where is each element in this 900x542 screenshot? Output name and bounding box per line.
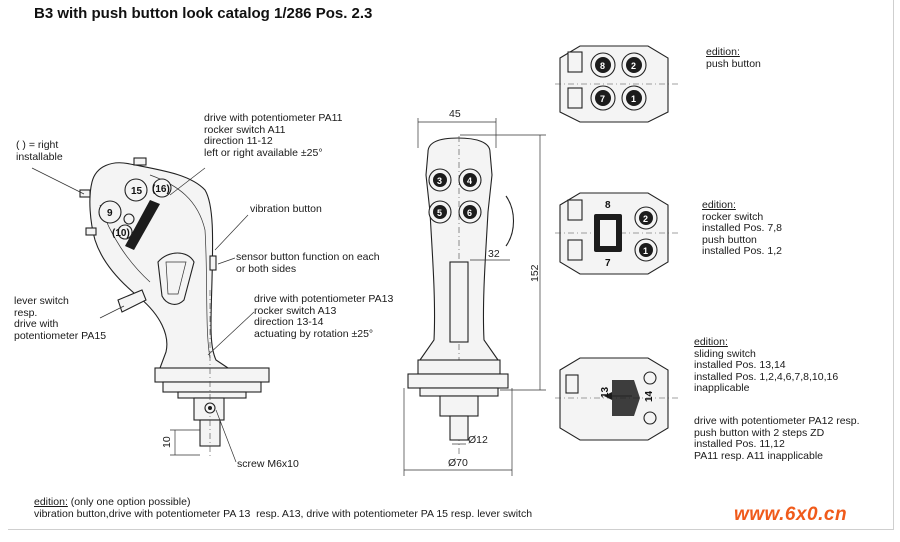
watermark: www.6x0.cn bbox=[734, 504, 848, 525]
note-lever: lever switch resp. drive with potentiome… bbox=[14, 295, 107, 342]
button-3-label: 3 bbox=[437, 176, 442, 186]
edition-rocker-detail: 8 7 2 1 bbox=[555, 192, 680, 275]
note-drive-a13: drive with potentiometer PA13 rocker swi… bbox=[254, 293, 394, 340]
button-4-label: 4 bbox=[467, 176, 472, 186]
dim-shaft-12: Ø12 bbox=[468, 434, 488, 446]
dim-height-152: 152 bbox=[529, 264, 541, 282]
edition-rocker-text: edition: rocker switch installed Pos. 7,… bbox=[702, 199, 782, 257]
note-drive-a11: drive with potentiometer PA11 rocker swi… bbox=[204, 112, 343, 159]
sliding-label-14: 14 bbox=[644, 390, 655, 402]
push-button-1-label: 1 bbox=[631, 94, 636, 104]
edition-push-text: edition: push button bbox=[706, 46, 761, 70]
push-button-2-label: 2 bbox=[631, 61, 636, 71]
button-5-label: 5 bbox=[437, 208, 442, 218]
push-button-8-label: 8 bbox=[600, 61, 605, 71]
push-button-7-label: 7 bbox=[600, 94, 605, 104]
side-view-joystick: 15 (16) 9 (10) bbox=[31, 157, 270, 463]
button-6-label: 6 bbox=[467, 208, 472, 218]
dim-width-45: 45 bbox=[449, 108, 461, 120]
sheet-border bbox=[8, 0, 894, 530]
rocker-button-2-label: 2 bbox=[643, 214, 648, 224]
button-10-label: (10) bbox=[112, 228, 130, 239]
dim-base-70: Ø70 bbox=[448, 457, 468, 469]
button-15-label: 15 bbox=[131, 186, 143, 197]
footer-note: edition: (only one option possible) vibr… bbox=[34, 496, 533, 520]
button-9-label: 9 bbox=[107, 208, 113, 219]
rocker-label-8: 8 bbox=[605, 200, 611, 211]
edition-push-detail: 8 2 7 1 bbox=[555, 45, 680, 123]
sliding-label-13: 13 bbox=[600, 386, 611, 398]
rocker-button-1-label: 1 bbox=[643, 246, 648, 256]
note-vibration: vibration button bbox=[250, 203, 322, 215]
button-16-label: (16) bbox=[152, 184, 170, 195]
note-sensor: sensor button function on each or both s… bbox=[236, 251, 380, 275]
dim-offset-32: 32 bbox=[488, 248, 500, 260]
rocker-label-7: 7 bbox=[605, 258, 611, 269]
page-title: B3 with push button look catalog 1/286 P… bbox=[34, 5, 373, 22]
edition-pa12-text: drive with potentiometer PA12 resp. push… bbox=[694, 415, 860, 462]
edition-sliding-detail: 13 14 bbox=[555, 357, 680, 441]
edition-sliding-text: edition: sliding switch installed Pos. 1… bbox=[694, 336, 839, 394]
front-view-joystick: 3 4 5 6 45 32 Ø12 Ø70 152 bbox=[403, 108, 546, 476]
note-brackets: ( ) = right installable bbox=[16, 139, 63, 163]
note-screw: screw M6x10 bbox=[237, 458, 299, 470]
dim-10: 10 bbox=[161, 436, 173, 448]
